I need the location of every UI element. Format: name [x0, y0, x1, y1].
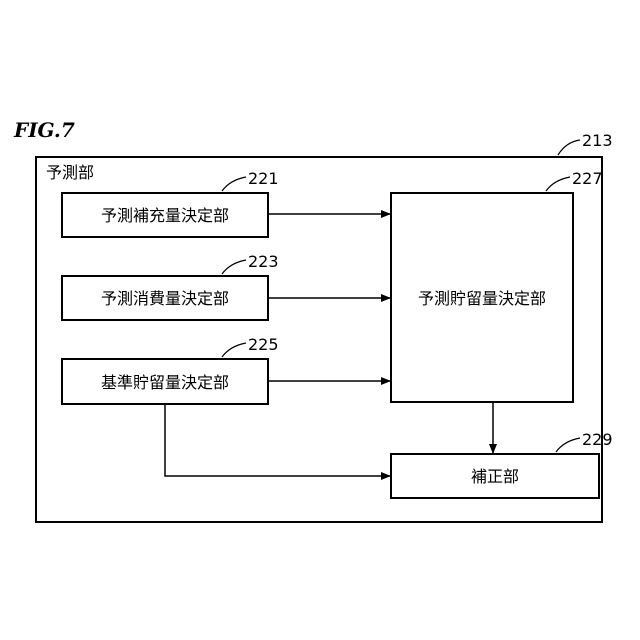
block-225-label: 基準貯留量決定部: [101, 373, 229, 392]
leader-213: [558, 140, 580, 155]
block-223-label: 予測消費量決定部: [101, 289, 229, 308]
leader-225: [222, 343, 246, 357]
block-229-label: 補正部: [471, 467, 519, 486]
figure-label: FIG.7: [13, 118, 75, 142]
ref-227: 227: [572, 169, 603, 188]
ref-229: 229: [582, 430, 613, 449]
block-221-label: 予測補充量決定部: [101, 206, 229, 225]
leader-229: [556, 438, 580, 452]
leader-223: [222, 260, 246, 274]
ref-223: 223: [248, 252, 279, 271]
ref-213: 213: [582, 131, 613, 150]
leader-221: [222, 177, 246, 191]
block-227-label: 予測貯留量決定部: [418, 289, 546, 308]
ref-221: 221: [248, 169, 279, 188]
ref-225: 225: [248, 335, 279, 354]
arrow-225-to-229: [165, 404, 390, 476]
outer-box-label: 予測部: [46, 163, 94, 182]
leader-227: [546, 177, 570, 191]
